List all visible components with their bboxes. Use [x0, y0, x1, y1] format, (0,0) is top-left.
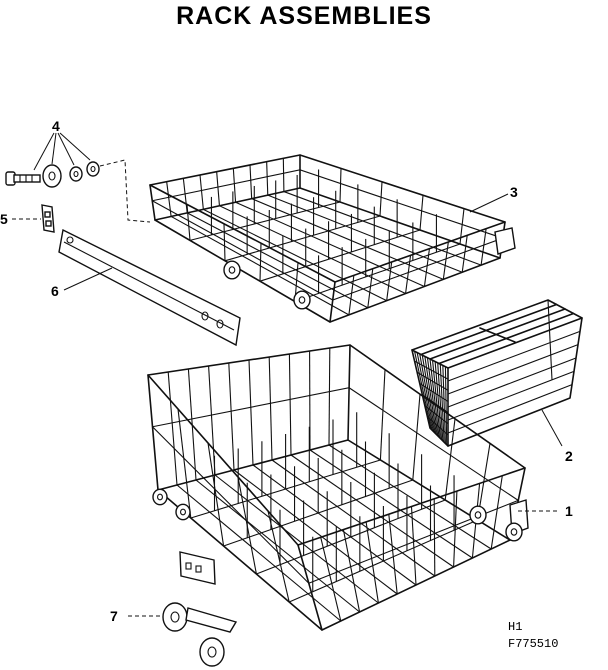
rack-stop [12, 204, 55, 233]
upper-rack [149, 154, 516, 323]
callout-1: 1 [565, 503, 573, 519]
silverware-basket [411, 299, 583, 447]
bolt-icon [5, 171, 41, 186]
wheel-icon [162, 602, 238, 667]
leader-2 [541, 409, 563, 447]
roller-hardware [5, 132, 151, 223]
callout-5: 5 [0, 211, 8, 227]
figure-code-number: F775510 [508, 637, 559, 651]
lower-rack-wheel [128, 551, 238, 667]
callout-3: 3 [510, 184, 518, 200]
callout-6: 6 [51, 283, 59, 299]
lower-rack [147, 344, 529, 631]
callout-4: 4 [52, 118, 60, 134]
leader-3 [469, 193, 509, 213]
callout-7: 7 [110, 608, 118, 624]
washer-icon [69, 166, 83, 182]
figure-code-h1: H1 [508, 620, 523, 634]
page-title: RACK ASSEMBLIES [176, 2, 432, 30]
nut-icon [86, 161, 100, 177]
rack-track [58, 228, 241, 347]
roller-icon [42, 164, 62, 188]
callout-2: 2 [565, 448, 573, 464]
